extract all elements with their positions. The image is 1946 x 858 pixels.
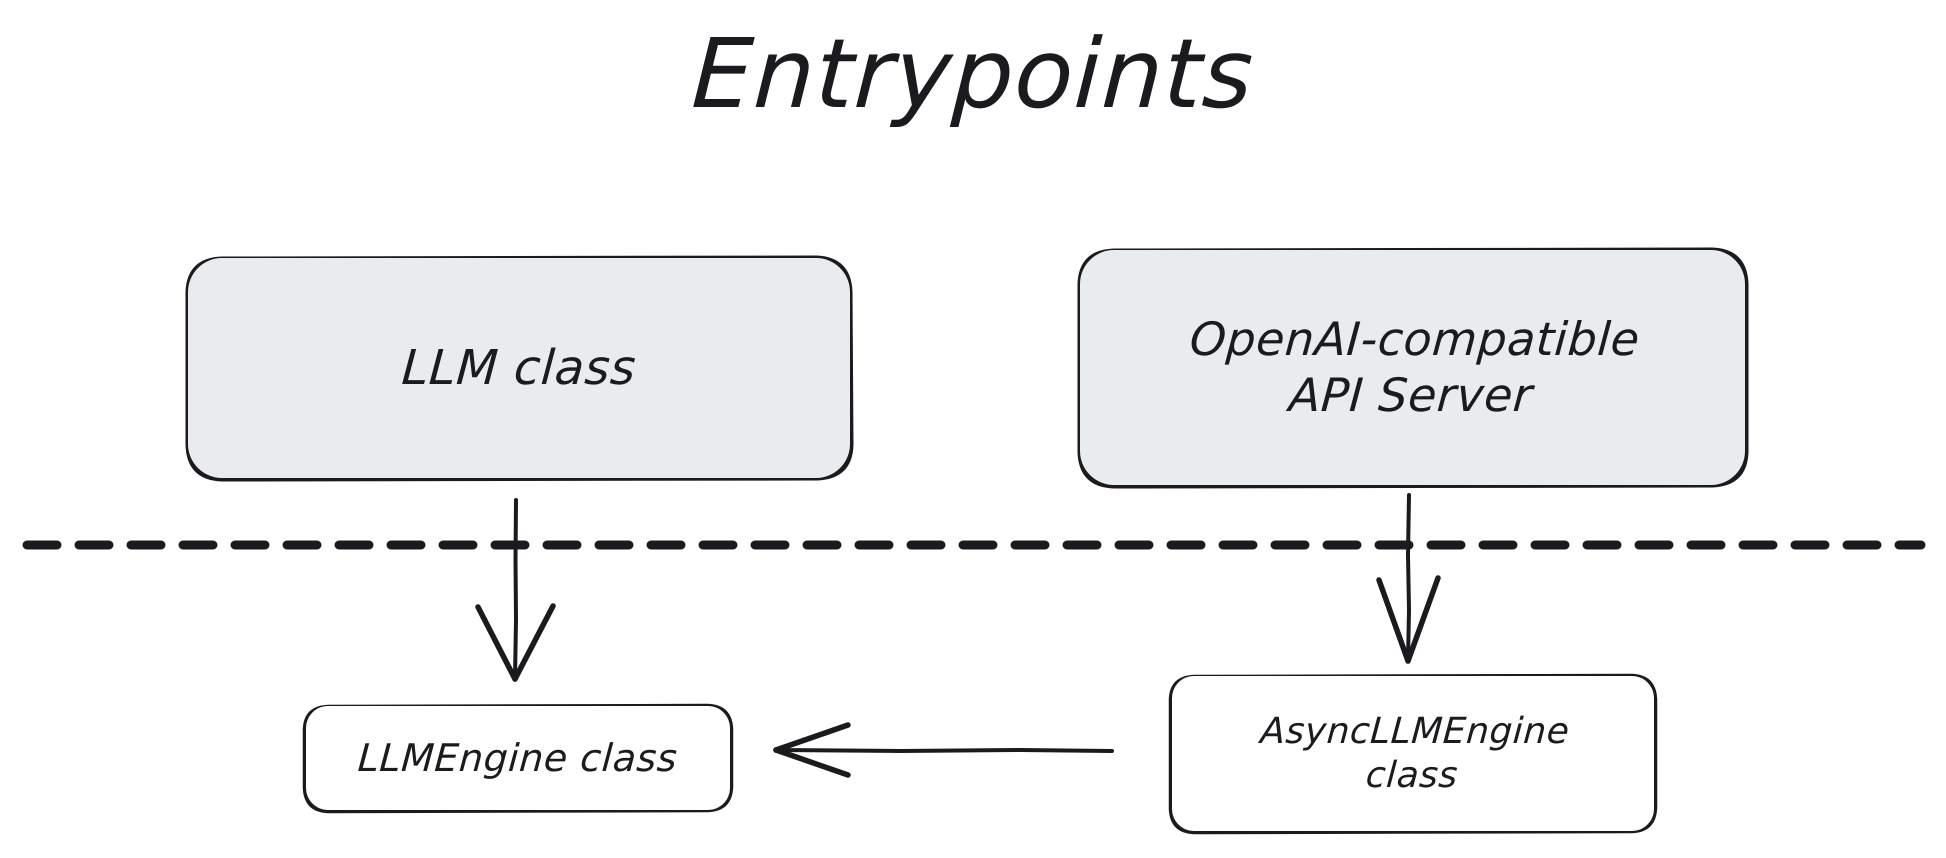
diagram-title: Entrypoints xyxy=(689,18,1257,130)
edge-async-to-llmengine xyxy=(773,722,1114,778)
node-openai-server[interactable]: OpenAI-compatible API Server xyxy=(1080,250,1745,485)
node-openai-server-label: OpenAI-compatible API Server xyxy=(1187,312,1642,423)
node-llmengine-class[interactable]: LLMEngine class xyxy=(306,706,730,810)
edge-server-to-async xyxy=(1376,493,1441,664)
node-llm-class[interactable]: LLM class xyxy=(188,258,850,478)
edge-llm-to-llmengine xyxy=(475,498,556,682)
node-async-llmengine-class[interactable]: AsyncLLMEngine class xyxy=(1172,676,1654,831)
node-llm-class-label: LLM class xyxy=(400,339,638,396)
node-async-llmengine-class-label: AsyncLLMEngine class xyxy=(1258,710,1571,796)
node-llmengine-class-label: LLMEngine class xyxy=(356,735,680,780)
